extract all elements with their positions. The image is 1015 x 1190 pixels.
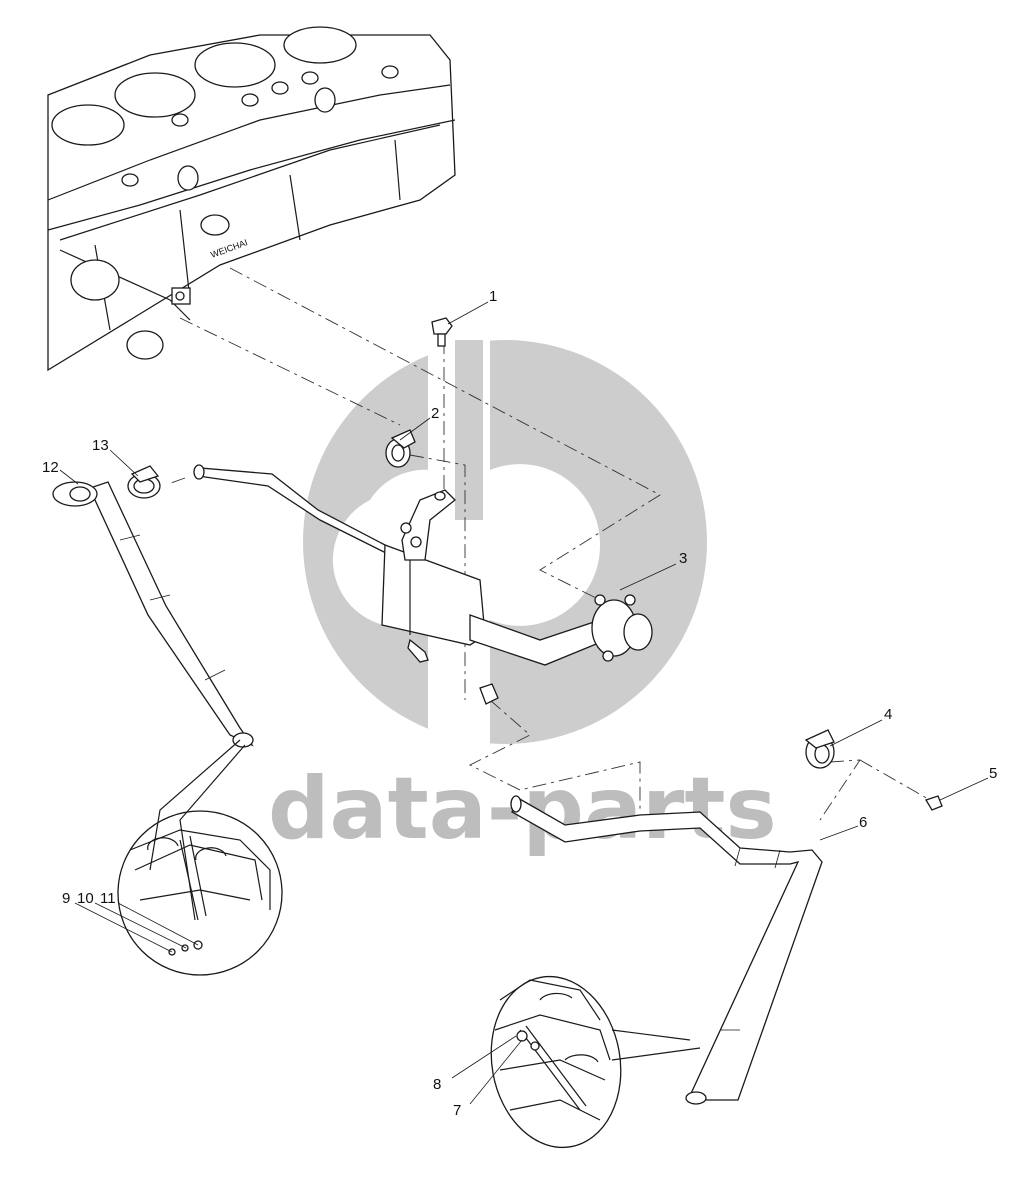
bolt-part-1 xyxy=(431,317,453,347)
assembly-lines xyxy=(167,267,931,821)
clamp-part-13 xyxy=(127,465,161,499)
callout-6: 6 xyxy=(859,814,867,831)
pipe-part-6 xyxy=(510,795,823,1105)
pipe-part-12 xyxy=(52,481,254,748)
detail-circle-left xyxy=(117,739,283,976)
main-pipe-assembly xyxy=(193,464,653,666)
callout-10: 10 xyxy=(77,890,94,907)
callout-5: 5 xyxy=(989,765,997,782)
clip-part-4 xyxy=(804,729,835,769)
callout-3: 3 xyxy=(679,550,687,567)
callout-12: 12 xyxy=(42,459,59,476)
callout-2: 2 xyxy=(431,405,439,422)
watermark-logo xyxy=(303,340,707,750)
callout-13: 13 xyxy=(92,437,109,454)
callout-8: 8 xyxy=(433,1076,441,1093)
callout-7: 7 xyxy=(453,1102,461,1119)
clip-part-2 xyxy=(385,429,416,468)
detail-circle-right xyxy=(490,975,701,1149)
leader-lines xyxy=(59,301,989,1105)
callout-labels: 1 2 3 4 5 6 7 8 9 10 11 12 13 xyxy=(42,288,997,1119)
engine-block: WEICHAI xyxy=(47,26,456,372)
small-fitting xyxy=(479,683,499,705)
callout-9: 9 xyxy=(62,890,70,907)
callout-4: 4 xyxy=(884,706,892,723)
callout-1: 1 xyxy=(489,288,497,305)
callout-11: 11 xyxy=(100,890,116,907)
bolt-part-5 xyxy=(925,795,943,811)
